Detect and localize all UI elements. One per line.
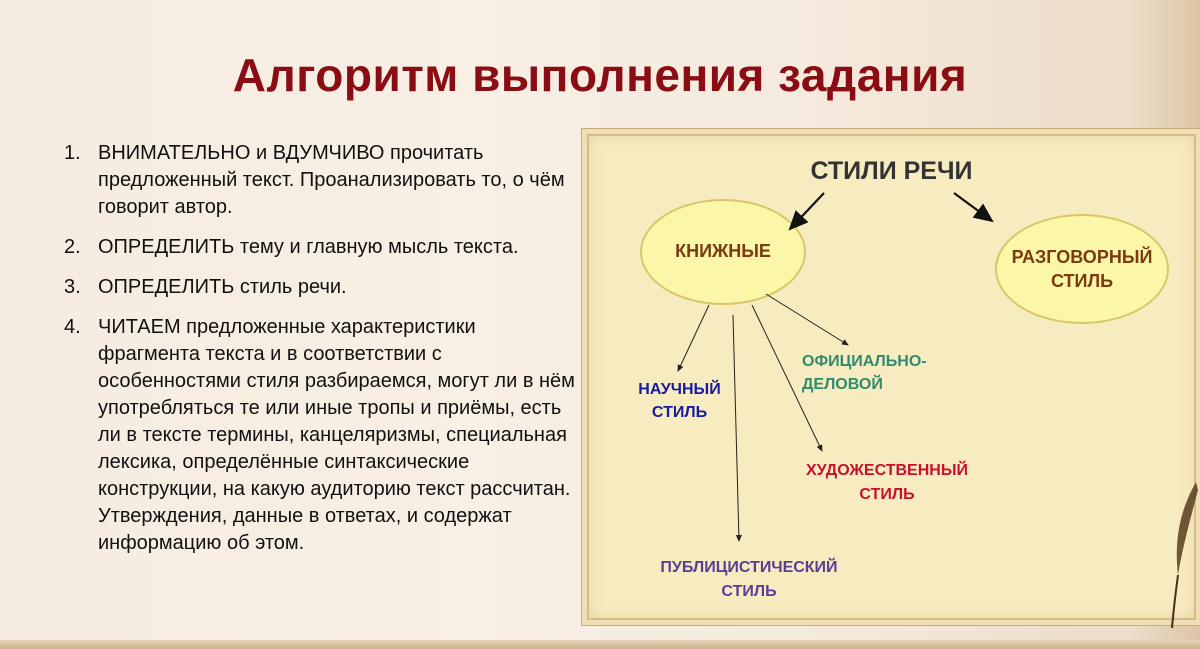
speech-styles-diagram: СТИЛИ РЕЧИ КНИЖНЫЕ РАЗГОВОРНЫЙ СТИЛЬ НАУ…: [581, 128, 1200, 626]
scientific-label: НАУЧНЫЙ СТИЛЬ: [622, 378, 737, 424]
bookish-label: КНИЖНЫЕ: [675, 241, 771, 261]
artistic-label: ХУДОЖЕСТВЕННЫЙ СТИЛЬ: [787, 459, 987, 507]
diagram-lines: [640, 192, 1169, 542]
arrow-to-colloquial: [953, 192, 994, 223]
steps-list: 1. ВНИМАТЕЛЬНО и ВДУМЧИВО прочитать пред…: [62, 140, 577, 570]
quill-feather-icon: [1171, 482, 1198, 629]
bottom-decor-bar: [0, 640, 1200, 649]
step-number: 2.: [64, 236, 81, 258]
scientific-line1: НАУЧНЫЙ: [638, 381, 721, 398]
publicistic-line2: СТИЛЬ: [721, 583, 777, 600]
step-number: 1.: [64, 142, 81, 164]
diagram-root-label: СТИЛИ РЕЧИ: [810, 157, 973, 185]
arrow-to-publicistic: [732, 314, 742, 542]
step-text: ВНИМАТЕЛЬНО и ВДУМЧИВО прочитать предлож…: [98, 142, 565, 218]
publicistic-label: ПУБЛИЦИСТИЧЕСКИЙ СТИЛЬ: [644, 556, 854, 604]
step-text: ОПРЕДЕЛИТЬ стиль речи.: [98, 276, 347, 298]
colloquial-label: РАЗГОВОРНЫЙ СТИЛЬ: [996, 245, 1168, 293]
official-label: ОФИЦИАЛЬНО- ДЕЛОВОЙ: [802, 350, 952, 396]
arrow-to-scientific: [677, 304, 710, 372]
colloquial-line2: СТИЛЬ: [1050, 271, 1114, 291]
publicistic-line1: ПУБЛИЦИСТИЧЕСКИЙ: [660, 559, 838, 576]
step-text: ОПРЕДЕЛИТЬ тему и главную мысль текста.: [98, 236, 519, 258]
colloquial-line1: РАЗГОВОРНЫЙ: [1011, 247, 1153, 267]
scientific-line2: СТИЛЬ: [651, 404, 708, 421]
step-number: 4.: [64, 316, 81, 338]
official-line2: ДЕЛОВОЙ: [802, 376, 883, 393]
list-item: 2. ОПРЕДЕЛИТЬ тему и главную мысль текст…: [62, 234, 577, 261]
step-number: 3.: [64, 276, 81, 298]
arrow-to-official: [765, 293, 849, 346]
step-text: ЧИТАЕМ предложенные характеристики фрагм…: [98, 316, 575, 554]
arrow-to-artistic: [751, 304, 823, 452]
list-item: 3. ОПРЕДЕЛИТЬ стиль речи.: [62, 274, 577, 301]
list-item: 1. ВНИМАТЕЛЬНО и ВДУМЧИВО прочитать пред…: [62, 140, 577, 221]
colloquial-ellipse: [995, 214, 1169, 324]
artistic-line2: СТИЛЬ: [859, 486, 915, 503]
arrow-to-bookish: [788, 192, 825, 231]
artistic-line1: ХУДОЖЕСТВЕННЫЙ: [805, 462, 968, 479]
page-title: Алгоритм выполнения задания: [232, 49, 968, 101]
official-line1: ОФИЦИАЛЬНО-: [802, 353, 927, 370]
bookish-ellipse: [640, 199, 806, 305]
list-item: 4. ЧИТАЕМ предложенные характеристики фр…: [62, 314, 577, 557]
